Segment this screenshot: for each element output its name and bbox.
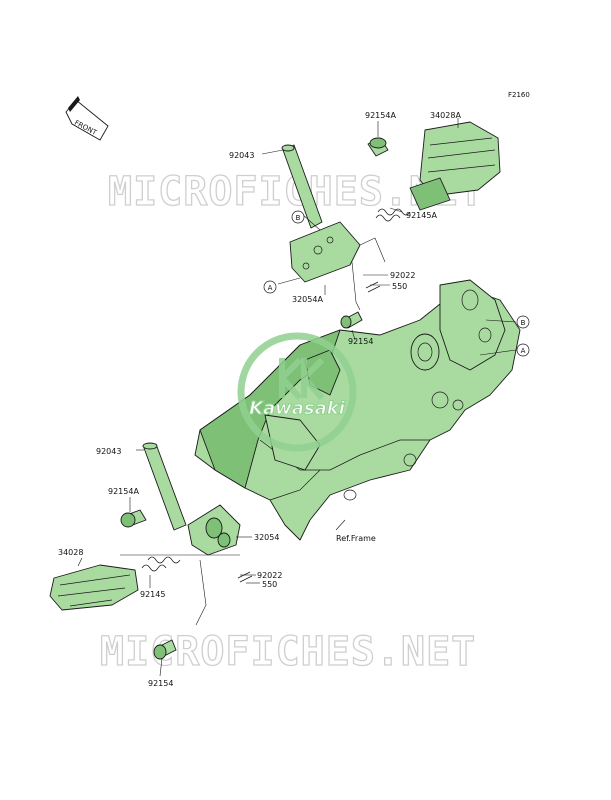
label-92022-bottom: 92022 bbox=[257, 571, 282, 580]
callout-b-right: B bbox=[516, 315, 530, 329]
callout-a-right: A bbox=[516, 343, 530, 357]
pin-92043-top bbox=[281, 144, 323, 229]
label-92043-bottom: 92043 bbox=[96, 447, 121, 456]
bolt-92154-bottom bbox=[153, 639, 177, 660]
label-92154A-bottom: 92154A bbox=[108, 487, 139, 496]
cotter-pin-92022-bottom bbox=[237, 571, 253, 583]
label-32054A: 32054A bbox=[292, 295, 323, 304]
footpeg-right-assembly bbox=[281, 121, 501, 329]
bracket-32054 bbox=[187, 504, 241, 556]
figure-code: F2160 bbox=[508, 91, 530, 99]
svg-text:A: A bbox=[268, 284, 273, 292]
bracket-32054A bbox=[289, 221, 361, 283]
bolt-92154-top bbox=[340, 311, 363, 329]
footpeg-left-assembly bbox=[49, 442, 253, 660]
label-92043-top: 92043 bbox=[229, 151, 254, 160]
label-92145A: 92145A bbox=[406, 211, 437, 220]
bolt-92154A-bottom bbox=[120, 509, 147, 528]
label-92145: 92145 bbox=[140, 590, 165, 599]
label-ref-frame: Ref.Frame bbox=[336, 534, 376, 543]
label-32054: 32054 bbox=[254, 533, 279, 542]
footpeg-34028A bbox=[409, 121, 501, 211]
callout-b-top: B bbox=[291, 210, 305, 224]
bolt-92154A-top bbox=[367, 137, 389, 157]
callout-a-top: A bbox=[263, 280, 277, 294]
cotter-pin-92022-top bbox=[365, 281, 381, 293]
kawasaki-logo: Kawasaki bbox=[237, 332, 357, 452]
svg-text:B: B bbox=[521, 319, 526, 327]
label-92154-top: 92154 bbox=[348, 337, 373, 346]
spring-92145 bbox=[141, 556, 181, 572]
part-labels: 92154A 34028A 92043 92145A 92022 550 320… bbox=[58, 111, 461, 688]
leader-lines bbox=[77, 118, 517, 677]
front-arrow-icon: FRONT bbox=[65, 96, 109, 141]
label-92154-bottom: 92154 bbox=[148, 679, 173, 688]
label-34028A: 34028A bbox=[430, 111, 461, 120]
spring-92145A bbox=[375, 208, 411, 222]
label-550-top: 550 bbox=[392, 282, 407, 291]
svg-text:B: B bbox=[296, 214, 301, 222]
label-34028: 34028 bbox=[58, 548, 83, 557]
svg-text:A: A bbox=[521, 347, 526, 355]
logo-text: Kawasaki bbox=[249, 398, 346, 419]
label-92022-top: 92022 bbox=[390, 271, 415, 280]
label-92154A-top: 92154A bbox=[365, 111, 396, 120]
label-550-bottom: 550 bbox=[262, 580, 277, 589]
pin-92043-bottom bbox=[142, 442, 187, 531]
footpeg-34028 bbox=[49, 564, 139, 611]
